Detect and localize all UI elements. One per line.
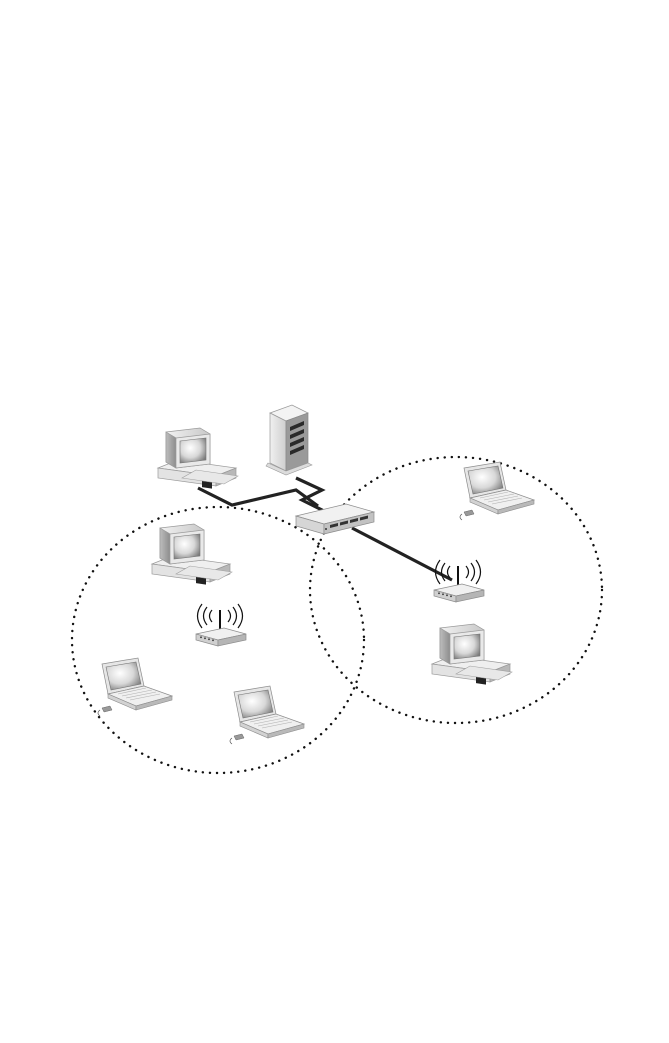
laptop-icon: [460, 462, 534, 520]
laptop-icon: [98, 658, 172, 716]
desktop-computer-icon: [152, 524, 232, 585]
desktop-computer-icon: [158, 428, 238, 489]
network-switch-icon: [296, 504, 374, 534]
tower-server-icon: [266, 405, 312, 475]
wireless-access-point-icon: [434, 560, 484, 602]
wired-link-switch-accesspoint: [352, 528, 452, 580]
desktop-computer-icon: [432, 624, 512, 685]
wired-link-desktop-switch: [198, 488, 318, 506]
wireless-access-point-icon: [196, 604, 246, 646]
laptop-icon: [230, 686, 304, 744]
